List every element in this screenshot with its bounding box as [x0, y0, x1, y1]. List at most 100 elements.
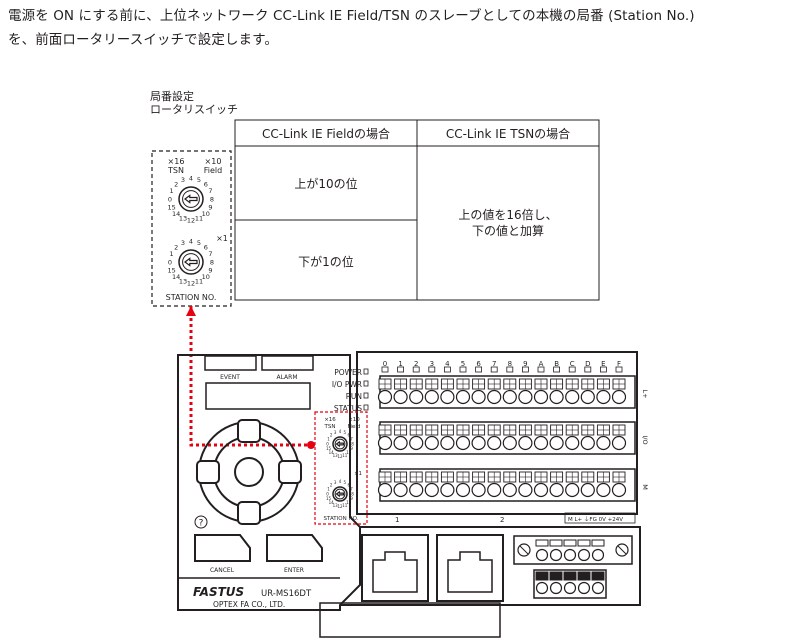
- terminal-hole[interactable]: [549, 482, 564, 498]
- terminal-hole[interactable]: [549, 389, 564, 405]
- terminal-hole[interactable]: [565, 435, 580, 451]
- terminal-hole[interactable]: [533, 435, 549, 451]
- terminal-hole[interactable]: [424, 389, 439, 405]
- terminal-hole[interactable]: [471, 389, 486, 405]
- power-release[interactable]: [563, 539, 577, 547]
- terminal-hole[interactable]: [533, 482, 549, 498]
- terminal-hole[interactable]: [518, 435, 533, 451]
- terminal-hole[interactable]: [377, 482, 393, 498]
- intro-line-2: を、前面ロータリースイッチで設定します。: [8, 32, 278, 48]
- upper-right-mult: ×10: [205, 157, 222, 166]
- ethernet-port-2[interactable]: [436, 534, 504, 602]
- small-lower-dial-number: 15: [326, 496, 332, 501]
- model-label: UR-MS16DT: [261, 589, 312, 599]
- pad-up-button[interactable]: [237, 419, 261, 443]
- terminal-hole[interactable]: [393, 482, 408, 498]
- terminal-hole[interactable]: [596, 435, 611, 451]
- channel-label: E: [601, 360, 605, 368]
- terminal-hole[interactable]: [565, 389, 580, 405]
- upper-dial-number: 12: [187, 216, 195, 224]
- small-lower-dial-number: 12: [337, 504, 343, 509]
- terminal-hole[interactable]: [580, 482, 595, 498]
- terminal-hole[interactable]: [455, 389, 471, 405]
- led-label: POWER: [334, 368, 362, 377]
- terminal-hole[interactable]: [518, 482, 533, 498]
- terminal-hole[interactable]: [424, 435, 439, 451]
- terminal-hole[interactable]: [455, 482, 471, 498]
- upper-dial-number: 6: [204, 180, 208, 188]
- table-tsn-line1: 上の値を16倍し、: [458, 207, 557, 222]
- power-connector: [513, 535, 633, 599]
- terminal-hole[interactable]: [409, 482, 424, 498]
- power-plug-pin: [577, 571, 591, 581]
- terminal-hole[interactable]: [596, 482, 611, 498]
- terminal-hole[interactable]: [611, 389, 627, 405]
- upper-dial-number: 11: [195, 215, 203, 223]
- terminal-hole[interactable]: [471, 482, 486, 498]
- power-release[interactable]: [577, 539, 591, 547]
- terminal-hole[interactable]: [393, 435, 408, 451]
- help-icon[interactable]: [194, 515, 208, 529]
- terminal-hole[interactable]: [580, 435, 595, 451]
- terminal-hole[interactable]: [502, 435, 517, 451]
- terminal-hole[interactable]: [549, 435, 564, 451]
- small-lower-dial-number: 13: [333, 503, 339, 508]
- small-upper-left-mult: ×16: [324, 417, 336, 423]
- power-release[interactable]: [535, 539, 549, 547]
- channel-label: 8: [508, 360, 512, 368]
- upper-right-name: Field: [204, 166, 222, 175]
- terminal-hole[interactable]: [440, 389, 455, 405]
- terminal-hole[interactable]: [518, 389, 533, 405]
- terminal-hole[interactable]: [424, 482, 439, 498]
- terminal-hole[interactable]: [409, 389, 424, 405]
- terminal-hole[interactable]: [409, 435, 424, 451]
- group-2-label: 2: [500, 516, 504, 524]
- channel-label: 7: [492, 360, 496, 368]
- terminal-hole[interactable]: [580, 389, 595, 405]
- terminal-hole[interactable]: [487, 482, 502, 498]
- terminal-hole[interactable]: [393, 389, 408, 405]
- pad-left-button[interactable]: [196, 460, 220, 484]
- terminal-hole[interactable]: [440, 435, 455, 451]
- terminal-hole[interactable]: [502, 389, 517, 405]
- terminal-hole[interactable]: [502, 482, 517, 498]
- power-hole[interactable]: [549, 548, 563, 562]
- lower-dial-number: 2: [174, 243, 178, 251]
- terminal-hole[interactable]: [455, 435, 471, 451]
- channel-label: 1: [398, 360, 402, 368]
- lower-dial-number: 9: [208, 266, 212, 274]
- terminal-hole[interactable]: [611, 435, 627, 451]
- lower-dial-number: 10: [202, 273, 210, 281]
- terminal-hole[interactable]: [533, 389, 549, 405]
- enter-button[interactable]: [266, 534, 323, 562]
- ethernet-port-1[interactable]: [361, 534, 429, 602]
- power-release[interactable]: [591, 539, 605, 547]
- channel-label: 6: [476, 360, 481, 368]
- lower-dial-number: 0: [168, 258, 172, 266]
- lower-mult: ×1: [216, 234, 228, 243]
- power-hole[interactable]: [577, 548, 591, 562]
- channel-label: C: [570, 360, 575, 368]
- terminal-hole[interactable]: [487, 389, 502, 405]
- terminal-hole[interactable]: [596, 389, 611, 405]
- power-hole[interactable]: [563, 548, 577, 562]
- terminal-hole[interactable]: [487, 435, 502, 451]
- terminal-hole[interactable]: [471, 435, 486, 451]
- pad-right-button[interactable]: [278, 460, 302, 484]
- power-release[interactable]: [549, 539, 563, 547]
- power-hole[interactable]: [535, 548, 549, 562]
- power-hole[interactable]: [591, 548, 605, 562]
- small-upper-dial-number: 13: [333, 453, 339, 458]
- terminal-hole[interactable]: [377, 389, 393, 405]
- terminal-hole[interactable]: [611, 482, 627, 498]
- power-terminal-box: [564, 512, 636, 524]
- terminal-hole[interactable]: [377, 435, 393, 451]
- terminal-hole[interactable]: [440, 482, 455, 498]
- terminal-hole[interactable]: [565, 482, 580, 498]
- cancel-button[interactable]: [194, 534, 251, 562]
- pad-down-button[interactable]: [237, 501, 261, 525]
